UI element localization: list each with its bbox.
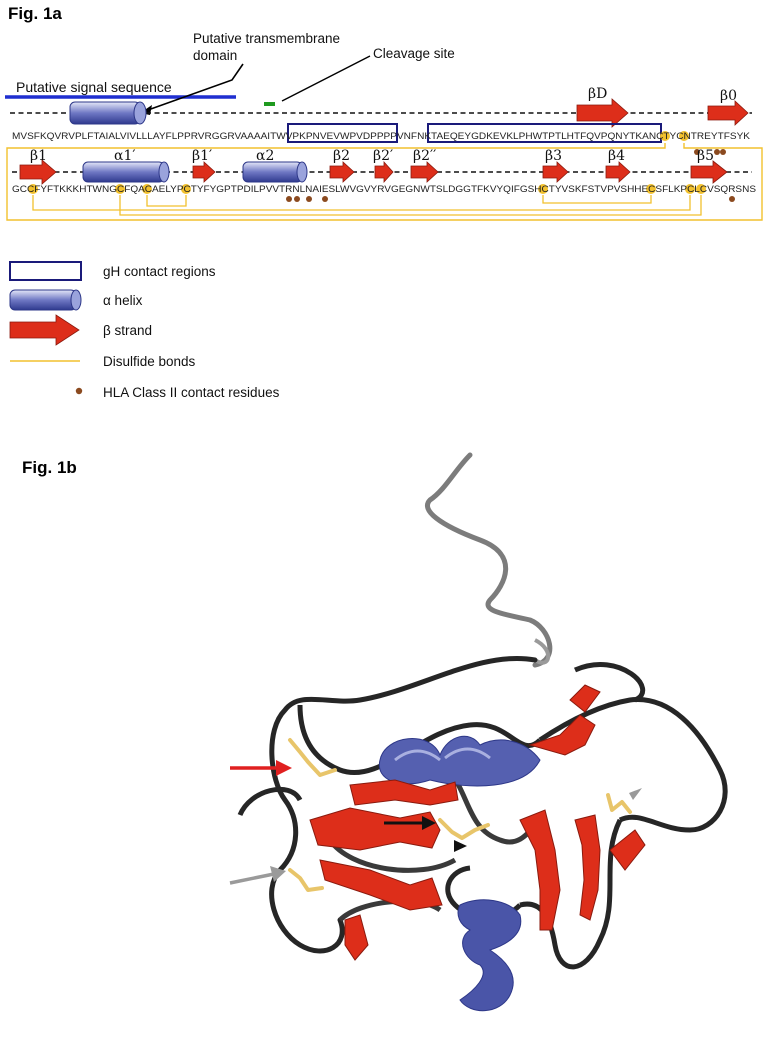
- label-beta3: β3: [545, 148, 562, 164]
- strand-beta5: [690, 160, 728, 184]
- sequence-line-1: MVSFKQVRVPLFTAIALVIVLLLAYFLPPRVRGGRVAAAA…: [12, 131, 751, 142]
- legend-hla-dot-icon: [75, 387, 83, 395]
- gh-contact-box-1: [287, 123, 398, 143]
- signal-sequence-label: Putative signal sequence: [16, 79, 172, 95]
- legend-strand-icon: [9, 314, 80, 346]
- black-arrow-icon: [384, 816, 436, 830]
- strand-beta1p: [192, 161, 216, 183]
- legend-helix-label: α helix: [103, 293, 143, 308]
- cleavage-site-marker: [264, 102, 275, 106]
- legend-strand-label: β strand: [103, 323, 152, 338]
- helix-alpha2: [242, 161, 308, 183]
- legend: gH contact regions α helix β strand Disu…: [9, 261, 280, 400]
- legend-disulfide-label: Disulfide bonds: [103, 354, 196, 369]
- strand-beta2: [329, 161, 355, 183]
- grey-triangle-icon: [629, 788, 642, 800]
- transmembrane-pointer: [147, 63, 244, 111]
- legend-gh-label: gH contact regions: [103, 264, 216, 279]
- strand-beta1: [19, 159, 57, 185]
- tm-helix: [69, 101, 147, 125]
- strand-beta0: [707, 100, 749, 126]
- label-beta0: β0: [720, 88, 737, 104]
- label-beta2: β2: [333, 148, 350, 164]
- red-arrow-icon: [230, 760, 292, 776]
- label-alpha2: α2: [256, 148, 274, 164]
- disulfide-frame: [6, 143, 763, 221]
- hla-contact-dots-1: [694, 149, 726, 155]
- strand-beta4: [605, 161, 631, 183]
- cys-highlight: [679, 131, 689, 141]
- strand-beta2p: [374, 160, 394, 184]
- cleavage-pointer: [281, 55, 371, 102]
- label-beta2pp: β2′′: [413, 148, 436, 164]
- helix-alpha1p: [82, 161, 170, 183]
- hla-contact-dots-2: [286, 196, 735, 202]
- fig-1b-title: Fig. 1b: [22, 458, 77, 477]
- disulfide-bonds: [32, 195, 702, 216]
- label-betaD: βD: [588, 86, 607, 102]
- strand-betaD: [576, 98, 629, 128]
- grey-arrow-icon: [229, 866, 286, 885]
- strand-beta2pp: [410, 161, 439, 183]
- sequence-line-2: GCCFYFTKKKHTWNGCFQACAELYPCTYFYGPTPDILPVV…: [12, 184, 756, 195]
- label-beta2p: β2′: [373, 148, 393, 164]
- black-triangle-icon: [454, 840, 467, 852]
- label-beta1p: β1′: [192, 148, 212, 164]
- label-beta1: β1: [30, 148, 47, 164]
- cys-highlights-2: [28, 184, 706, 194]
- label-beta4: β4: [608, 148, 625, 164]
- cys-highlight: [660, 131, 670, 141]
- protein-structure-ribbon: [237, 452, 728, 1012]
- transmembrane-label-line2: domain: [193, 48, 237, 63]
- label-beta5: β5: [697, 148, 714, 164]
- legend-hla-label: HLA Class II contact residues: [103, 385, 280, 400]
- label-alpha1p: α1′: [114, 148, 136, 164]
- cleavage-site-label: Cleavage site: [373, 46, 455, 61]
- legend-gh-box-icon: [9, 261, 82, 281]
- strand-beta3: [542, 161, 569, 183]
- legend-helix-icon: [9, 289, 82, 311]
- transmembrane-label-line1: Putative transmembrane: [193, 31, 340, 46]
- fig-1a-title: Fig. 1a: [8, 4, 62, 23]
